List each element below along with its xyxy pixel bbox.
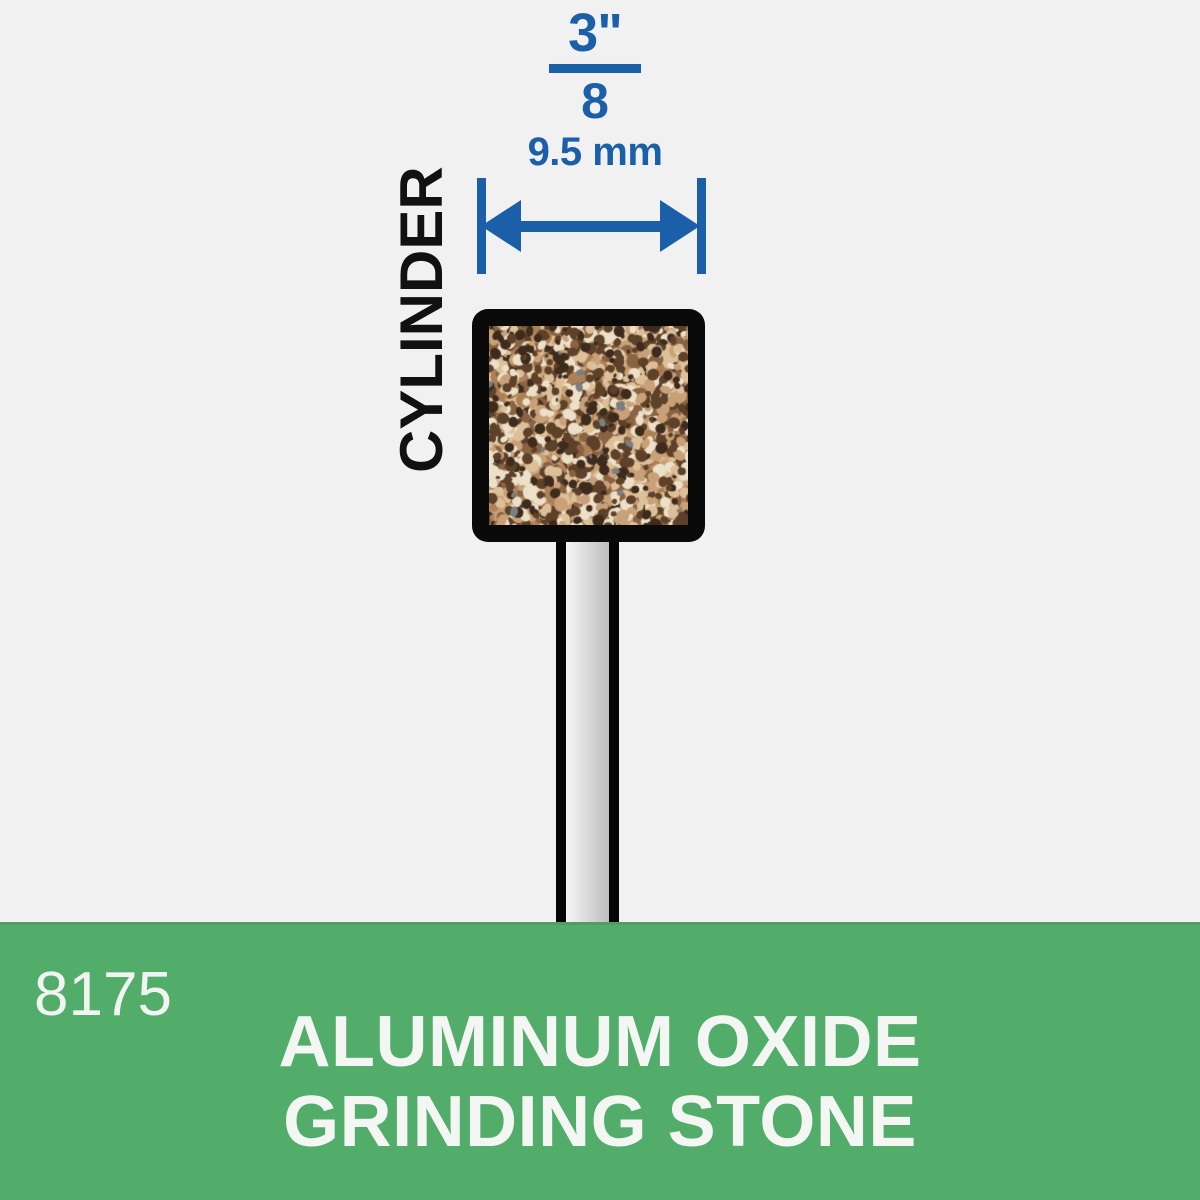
- shaft-outline-right: [609, 515, 619, 923]
- product-title: ALUMINUM OXIDE GRINDING STONE: [0, 1002, 1200, 1162]
- fraction-bar: [549, 64, 641, 73]
- shape-type-label: CYLINDER: [388, 166, 455, 473]
- mandrel-shaft: [556, 515, 619, 923]
- grinding-stone-head: [472, 309, 705, 542]
- arrow-head-left-icon: [481, 200, 521, 252]
- abrasive-texture-surface: [489, 326, 688, 525]
- arrow-shaft: [510, 221, 674, 232]
- fraction-denominator: 8: [581, 73, 609, 129]
- banner-divider: [0, 922, 1200, 925]
- dimension-metric-label: 9.5 mm: [527, 130, 663, 174]
- speckled-abrasive-texture: [489, 326, 688, 525]
- product-title-line-2: GRINDING STONE: [283, 1082, 917, 1162]
- fraction-numerator: 3": [568, 3, 623, 63]
- dimension-fraction: 3" 8: [549, 6, 641, 126]
- dimension-arrow: [470, 178, 712, 278]
- shaft-body: [566, 515, 609, 923]
- arrow-head-right-icon: [660, 200, 700, 252]
- extension-line-right: [697, 178, 706, 274]
- product-sku: 8175: [34, 960, 172, 1029]
- product-banner: 8175 ALUMINUM OXIDE GRINDING STONE: [0, 922, 1200, 1200]
- product-title-line-1: ALUMINUM OXIDE: [278, 1002, 922, 1082]
- dimension-callout: 3" 8 9.5 mm: [470, 6, 720, 172]
- shaft-outline-left: [556, 515, 566, 923]
